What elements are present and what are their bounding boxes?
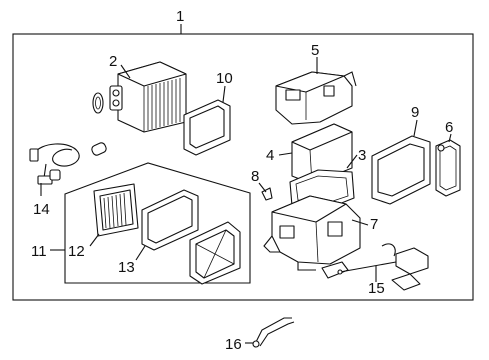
assembly-frame <box>12 33 474 301</box>
callout-1: 1 <box>176 8 184 25</box>
leader-13 <box>135 245 146 261</box>
leader-9 <box>413 119 418 137</box>
retaining-clip <box>261 187 273 201</box>
callout-2: 2 <box>109 53 117 70</box>
core-gasket <box>183 99 231 156</box>
filter-seal <box>141 189 199 251</box>
callout-8: 8 <box>251 168 259 185</box>
callout-7: 7 <box>370 216 378 233</box>
temperature-sensor <box>29 143 80 185</box>
leader-4 <box>278 152 293 156</box>
leader-7 <box>351 219 369 226</box>
callout-10: 10 <box>216 70 233 87</box>
leader-12 <box>89 233 100 247</box>
leader-2 <box>120 64 131 79</box>
callout-11: 11 <box>31 243 47 260</box>
bracket <box>321 261 349 279</box>
leader-3 <box>346 154 358 169</box>
callout-16: 16 <box>225 336 242 353</box>
subkit-frame <box>64 162 251 284</box>
upper-case <box>275 71 357 125</box>
callout-12: 12 <box>68 243 85 260</box>
leader-6 <box>448 133 452 143</box>
callout-6: 6 <box>445 119 453 136</box>
callout-5: 5 <box>311 42 319 59</box>
drain-hose <box>252 317 295 348</box>
callout-9: 9 <box>411 104 419 121</box>
air-filter <box>93 183 139 237</box>
o-ring-seal <box>92 92 104 114</box>
callout-13: 13 <box>118 259 135 276</box>
evaporator-core <box>109 61 187 133</box>
callout-3: 3 <box>358 147 366 164</box>
heater-seal <box>371 135 431 205</box>
actuator <box>337 243 429 291</box>
filter-housing <box>189 221 241 285</box>
lower-case <box>263 195 361 271</box>
leader-8 <box>258 182 267 193</box>
callout-14: 14 <box>33 201 50 218</box>
mode-duct <box>291 123 353 185</box>
leader-10 <box>222 85 226 103</box>
callout-4: 4 <box>266 147 274 164</box>
heater-plate <box>435 139 461 197</box>
callout-15: 15 <box>368 280 385 297</box>
sensor-clip <box>91 142 107 156</box>
